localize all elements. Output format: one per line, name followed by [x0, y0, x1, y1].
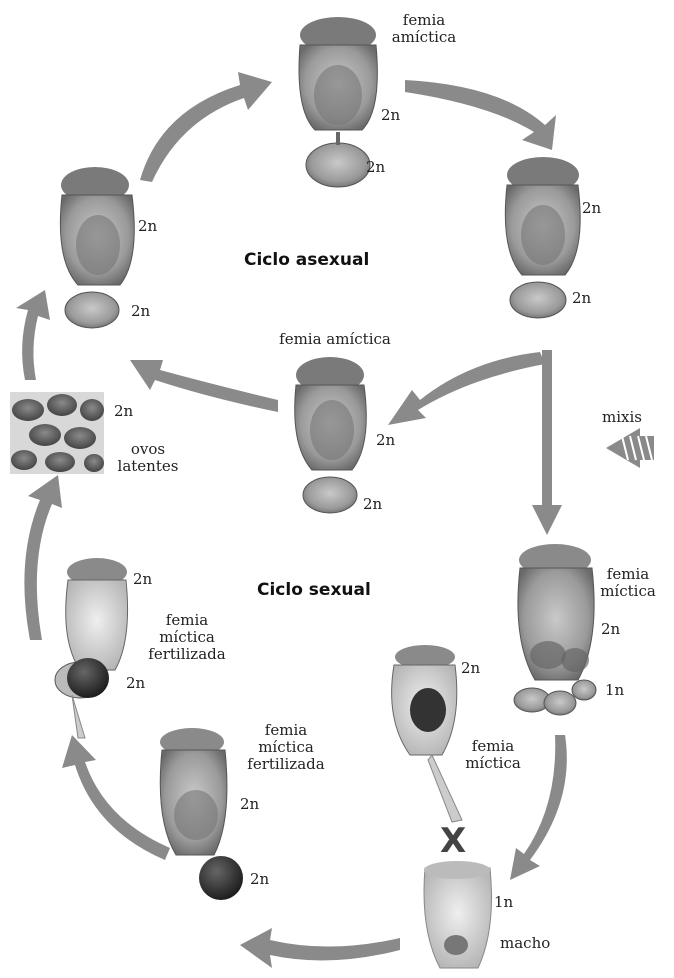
arrow-mid-right	[388, 352, 545, 425]
arrow-bottom	[240, 928, 400, 968]
label-line: latentes	[118, 457, 179, 475]
ploidy-mid-body: 2n	[376, 431, 396, 449]
label-line: ovos	[131, 440, 165, 458]
label-mixis: mixis	[602, 408, 642, 426]
label-line: fertilizada	[148, 645, 225, 663]
ploidy-mictic-center: 2n	[461, 659, 481, 677]
ploidy-left-body: 2n	[138, 217, 158, 235]
label-latent-eggs: ovoslatentes	[118, 440, 179, 475]
ploidy-left-fert-body: 2n	[133, 570, 153, 588]
label-line: míctica	[465, 754, 521, 772]
ploidy-top-egg: 2n	[366, 158, 386, 176]
arrow-upper-left	[140, 72, 272, 182]
rotifer-mictic-female-right	[514, 544, 596, 715]
label-line: amíctica	[392, 28, 457, 46]
label-male: macho	[500, 934, 550, 952]
ploidy-left-fert-egg: 2n	[126, 674, 146, 692]
ploidy-male: 1n	[494, 893, 514, 911]
rotifer-male	[424, 861, 492, 968]
label-line: femia	[166, 611, 208, 629]
arrow-left-upper	[16, 290, 50, 380]
ploidy-mictic-right-egg: 1n	[605, 681, 625, 699]
ploidy-top-body: 2n	[381, 106, 401, 124]
label-mictic-female-center: femiamíctica	[465, 737, 521, 772]
rotifer-fertilized-female-left	[55, 558, 128, 738]
arrow-vertical-right	[532, 350, 562, 535]
label-mid-female: femia amíctica	[279, 330, 391, 348]
ploidy-mid-egg: 2n	[363, 495, 383, 513]
label-fertilized-female-bottom: femiamícticafertilizada	[247, 721, 324, 773]
ploidy-bottom-fert-body: 2n	[240, 795, 260, 813]
label-top-female: femiaamíctica	[392, 11, 457, 46]
ploidy-right-egg: 2n	[572, 289, 592, 307]
label-mictic-female-right: femiamíctica	[600, 565, 656, 600]
label-fertilized-female-left: femiamícticafertilizada	[148, 611, 225, 663]
rotifer-middle-female	[295, 357, 367, 513]
arrow-left-middle	[24, 475, 62, 640]
rotifer-right-female	[505, 157, 580, 318]
label-line: míctica	[600, 582, 656, 600]
label-line: míctica	[258, 738, 314, 756]
ploidy-mictic-right-body: 2n	[601, 620, 621, 638]
label-line: míctica	[159, 628, 215, 646]
label-line: femia	[403, 11, 445, 29]
ploidy-left-egg: 2n	[131, 302, 151, 320]
arrow-mid-left	[130, 360, 278, 412]
label-line: femia	[472, 737, 514, 755]
rotifer-left-female	[60, 167, 134, 328]
title-sexual-cycle: Ciclo sexual	[257, 580, 371, 600]
ploidy-latent-eggs: 2n	[114, 402, 134, 420]
ploidy-right-body: 2n	[582, 199, 602, 217]
latent-eggs-image	[10, 392, 104, 474]
rotifer-fertilized-female-bottom	[160, 728, 243, 900]
label-line: femia	[265, 721, 307, 739]
rotifer-mictic-female-center	[392, 645, 462, 822]
label-line: fertilizada	[247, 755, 324, 773]
ploidy-bottom-fert-egg: 2n	[250, 870, 270, 888]
cross-symbol: X	[440, 821, 466, 861]
arrow-left-bottom	[62, 735, 170, 860]
label-line: femia	[607, 565, 649, 583]
arrow-upper-right	[405, 80, 556, 150]
title-asexual-cycle: Ciclo asexual	[244, 250, 369, 270]
arrow-mixis	[606, 428, 654, 468]
